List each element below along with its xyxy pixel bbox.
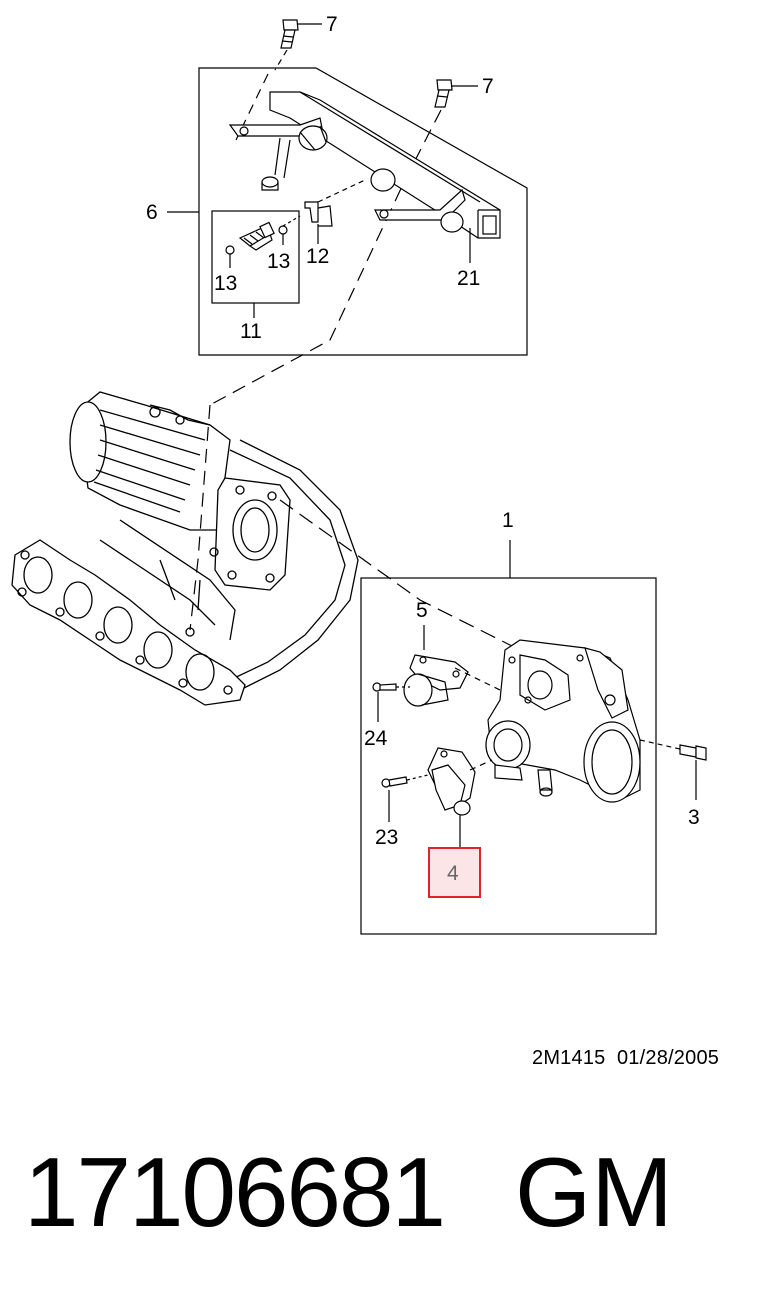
callout-3: 3 (688, 806, 700, 829)
callout-12: 12 (306, 245, 329, 268)
brand-name: GM (515, 1137, 673, 1247)
callout-13-right: 13 (267, 250, 290, 273)
screw-icon (372, 682, 397, 692)
fuel-rail-icon (228, 91, 501, 239)
callout-13-left: 13 (214, 272, 237, 295)
idle-air-control-valve-icon (403, 654, 469, 707)
fuel-rail-box-outline (198, 67, 528, 356)
intake-manifold-icon (11, 391, 359, 706)
callout-24: 24 (364, 727, 388, 750)
fuel-injector-icon (238, 221, 275, 251)
injector-box (211, 210, 300, 304)
throttle-position-sensor-icon (427, 747, 476, 816)
drawing-code: 2M1415 01/28/2005 (532, 1047, 720, 1069)
bolt-icon (679, 744, 707, 761)
part-number: 17106681 (24, 1137, 446, 1247)
throttle-body-box (360, 577, 657, 935)
clip-icon (304, 201, 333, 227)
screw-icon (381, 776, 408, 788)
exploded-parts-diagram: 7 7 6 13 13 12 11 21 1 5 24 3 23 4 (11, 13, 707, 935)
callout-11: 11 (240, 320, 262, 343)
bolt-icon (280, 19, 299, 49)
callout-21: 21 (457, 267, 480, 290)
callout-1: 1 (502, 509, 514, 532)
callout-4-highlighted: 4 (447, 862, 459, 885)
highlight-box (428, 847, 481, 898)
bolt-icon (434, 79, 453, 108)
throttle-body-icon (485, 639, 641, 803)
callout-7-second: 7 (482, 75, 494, 98)
callout-5: 5 (416, 599, 428, 622)
callout-7-top: 7 (326, 13, 338, 36)
callout-23: 23 (375, 826, 398, 849)
callout-6: 6 (146, 201, 158, 224)
